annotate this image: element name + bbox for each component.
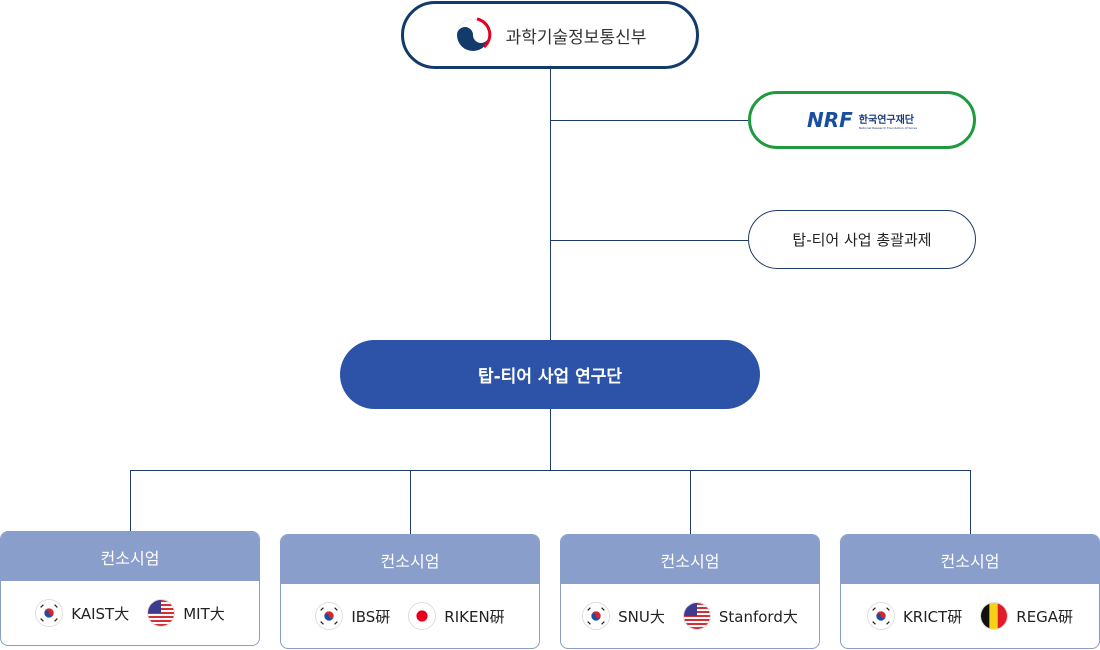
member: REGA硏: [980, 602, 1073, 630]
korea-flag-icon: [866, 602, 895, 630]
consortium-title: 컨소시엄: [561, 535, 819, 584]
connector: [130, 470, 131, 531]
connector: [970, 470, 971, 534]
connector: [550, 409, 551, 470]
research-group-label: 탑-티어 사업 연구단: [477, 367, 622, 387]
ministry-label: 과학기술정보통신부: [505, 27, 647, 48]
korea-flag-icon: [35, 599, 64, 627]
connector: [551, 240, 748, 241]
member: Stanford大: [682, 602, 798, 630]
nrf-logo: NRF: [806, 108, 853, 132]
member: RIKEN硏: [408, 602, 505, 630]
member: IBS硏: [315, 602, 390, 630]
nrf-logo-kr: 한국연구재단: [858, 114, 914, 126]
total-project-node: 탑-티어 사업 총괄과제: [748, 210, 976, 269]
usa-flag-icon: [147, 599, 176, 627]
consortium-title: 컨소시엄: [281, 535, 539, 584]
member-name: REGA硏: [1016, 607, 1074, 626]
member-name: KRICT硏: [902, 607, 963, 626]
korea-flag-icon: [582, 602, 611, 630]
connector: [690, 470, 691, 534]
total-project-label: 탑-티어 사업 총괄과제: [792, 231, 932, 249]
ministry-node: 과학기술정보통신부: [401, 1, 699, 69]
connector: [551, 120, 748, 121]
member-name: RIKEN硏: [444, 607, 505, 626]
member: MIT大: [147, 599, 225, 627]
nrf-logo-en: National Research Foundation of Korea: [858, 125, 918, 130]
consortium-card: 컨소시엄 KRICT硏 REGA硏: [840, 534, 1100, 649]
consortium-title: 컨소시엄: [841, 535, 1099, 584]
member-name: SNU大: [618, 607, 665, 626]
nrf-node: NRF 한국연구재단 National Research Foundation …: [748, 91, 976, 149]
usa-flag-icon: [682, 602, 711, 630]
belgium-flag-icon: [980, 602, 1009, 630]
connector: [410, 470, 411, 534]
connector: [130, 470, 971, 471]
member: SNU大: [582, 602, 665, 630]
member: KAIST大: [35, 599, 129, 627]
research-group-node: 탑-티어 사업 연구단: [340, 340, 760, 409]
consortium-members: KAIST大 MIT大: [1, 581, 259, 645]
member: KRICT硏: [866, 602, 963, 630]
consortium-members: SNU大 Stanford大: [561, 584, 819, 648]
consortium-members: KRICT硏 REGA硏: [841, 584, 1099, 648]
member-name: Stanford大: [718, 607, 798, 626]
consortium-title: 컨소시엄: [1, 532, 259, 581]
connector: [550, 69, 551, 341]
consortium-card: 컨소시엄 KAIST大 MIT大: [0, 531, 260, 646]
korea-government-emblem-icon: [456, 17, 491, 51]
member-name: MIT大: [183, 604, 225, 623]
japan-flag-icon: [408, 602, 437, 630]
member-name: KAIST大: [71, 604, 130, 623]
consortium-card: 컨소시엄 SNU大 Stanford大: [560, 534, 820, 649]
member-name: IBS硏: [351, 607, 391, 626]
consortium-card: 컨소시엄 IBS硏 RIKEN硏: [280, 534, 540, 649]
consortium-members: IBS硏 RIKEN硏: [281, 584, 539, 648]
korea-flag-icon: [315, 602, 344, 630]
